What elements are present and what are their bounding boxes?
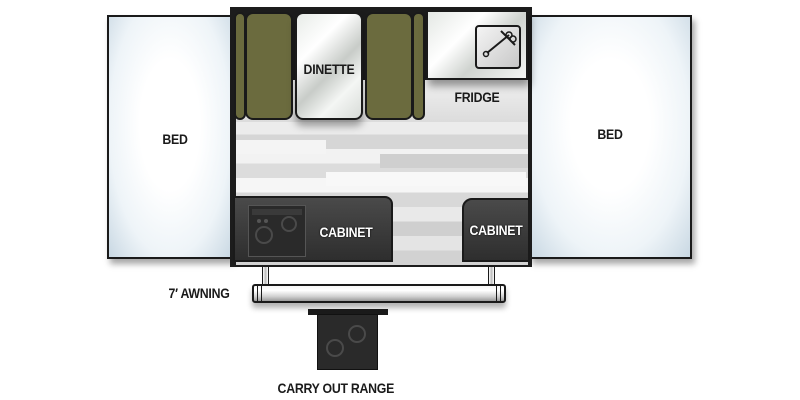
dinette-seat-right [365, 12, 413, 120]
dinette-seat-back-right [412, 12, 425, 120]
sink-counter [426, 10, 528, 80]
bed-left [107, 15, 233, 259]
burner [255, 226, 273, 244]
dinette-label: DINETTE [303, 61, 355, 77]
bed-right-label: BED [597, 126, 623, 142]
bed-left-label: BED [162, 131, 188, 147]
range-mount [308, 309, 388, 315]
range-icon [317, 314, 378, 370]
cabinet-left-label: CABINET [319, 224, 373, 240]
cabinet-right [462, 198, 530, 262]
awning-bar [252, 284, 506, 303]
floor-plank [380, 154, 528, 168]
burner [281, 216, 297, 232]
range-label: CARRY OUT RANGE [277, 380, 395, 396]
stove-icon [248, 205, 306, 257]
dinette-table [295, 12, 363, 120]
burner [326, 339, 344, 357]
awning-post-left [262, 266, 269, 286]
bed-right [529, 15, 692, 259]
burner [348, 325, 366, 343]
floor-plank [236, 140, 326, 154]
cabinet-right-label: CABINET [469, 222, 523, 238]
floor-plank [326, 172, 526, 186]
sink-icon [475, 25, 521, 69]
cabinet-left [233, 196, 393, 262]
dinette-seat-left [245, 12, 293, 120]
awning-post-right [488, 266, 495, 286]
awning-label: 7′ AWNING [168, 285, 230, 301]
fridge-label: FRIDGE [454, 89, 500, 105]
